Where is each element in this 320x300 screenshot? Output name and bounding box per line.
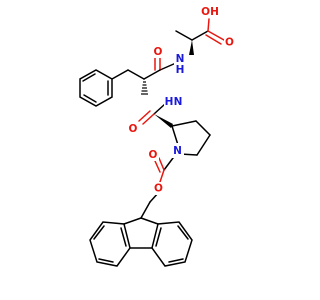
bond-carb-co-a	[158, 157, 165, 171]
pyrrolidine-c3-c4	[195, 120, 211, 136]
bond-cooh-dbl-b	[205, 34, 222, 45]
bond-ala-ca-cooh	[191, 30, 209, 41]
hash-phe-nh	[141, 81, 148, 95]
atom-oh-label: OH	[201, 6, 219, 18]
pyrrolidine-n-ca	[171, 125, 179, 146]
bond-methyl	[175, 30, 193, 41]
fluorene-c9-right	[140, 217, 159, 225]
pyrrolidine-ca-c3	[171, 120, 197, 127]
bond-phe-c-nh	[159, 62, 177, 71]
atom-o-phe-label: O	[154, 46, 163, 58]
atom-o-carbamate-dbl-label: O	[149, 149, 158, 161]
fluorene-left-dbl-2	[98, 258, 114, 263]
bond-pro-co-a	[142, 113, 155, 125]
atom-label-layer: OH O N H O H N O N O	[127, 5, 235, 195]
bond-phe-ca-cb	[127, 69, 145, 80]
atom-h-ala-label: H	[176, 64, 185, 76]
bond-cooh-oh	[207, 18, 210, 32]
bond-carb-co-b	[154, 160, 161, 173]
atom-o-carbamate-ester-label: O	[154, 183, 163, 195]
atom-o-phe: O	[152, 45, 164, 58]
atom-n-phe-label: N	[174, 96, 183, 108]
atom-h-phe-label: H	[165, 96, 174, 108]
wedge-pro-ca	[154, 114, 173, 128]
atom-n-pro-label: N	[173, 145, 182, 157]
atom-n-ala-label: N	[176, 53, 185, 65]
atom-o-pro: O	[127, 122, 139, 135]
bond-pro-co-b	[138, 110, 151, 122]
fluorene-c9-left	[123, 217, 142, 225]
atom-o-carbamate-dbl: O	[147, 148, 159, 161]
phenyl-ring	[79, 69, 113, 107]
phenyl-dbl-2	[83, 94, 97, 103]
atom-o-pro-label: O	[129, 123, 138, 135]
pyrrolidine-c4-c5	[196, 134, 211, 156]
atom-o-acid: O	[224, 36, 235, 49]
fluorene-right-dbl-2	[168, 258, 184, 263]
atom-o-carbamate-ester: O	[152, 182, 165, 195]
bond-cooh-dbl-a	[207, 30, 225, 41]
atom-n-pro: N	[171, 143, 184, 158]
fluorene-left-dbl-1	[120, 227, 127, 247]
fluorene-right-ring	[151, 221, 193, 267]
bond-phe-c-ca	[143, 69, 161, 80]
fluorene-right-dbl-3	[177, 225, 189, 240]
wedge-ala-nh	[189, 40, 194, 55]
fluorene-right-dbl-1	[155, 227, 162, 247]
atom-oh: OH	[199, 5, 221, 18]
bond-ch2-c9	[140, 201, 151, 219]
bond-layer	[79, 18, 225, 267]
atom-n-phe: H N	[164, 96, 184, 109]
bond-nh-pro-c	[153, 103, 166, 115]
fluorene-left-ring	[89, 221, 131, 267]
bond-cb-ring	[111, 69, 129, 80]
atom-n-ala: N H	[174, 53, 186, 76]
phenyl-dbl-1	[82, 73, 96, 82]
fluorene-left-dbl-3	[93, 225, 105, 240]
molecule-structure: OH O N H O H N O N O	[79, 5, 235, 267]
atom-o-acid-label: O	[225, 37, 234, 49]
